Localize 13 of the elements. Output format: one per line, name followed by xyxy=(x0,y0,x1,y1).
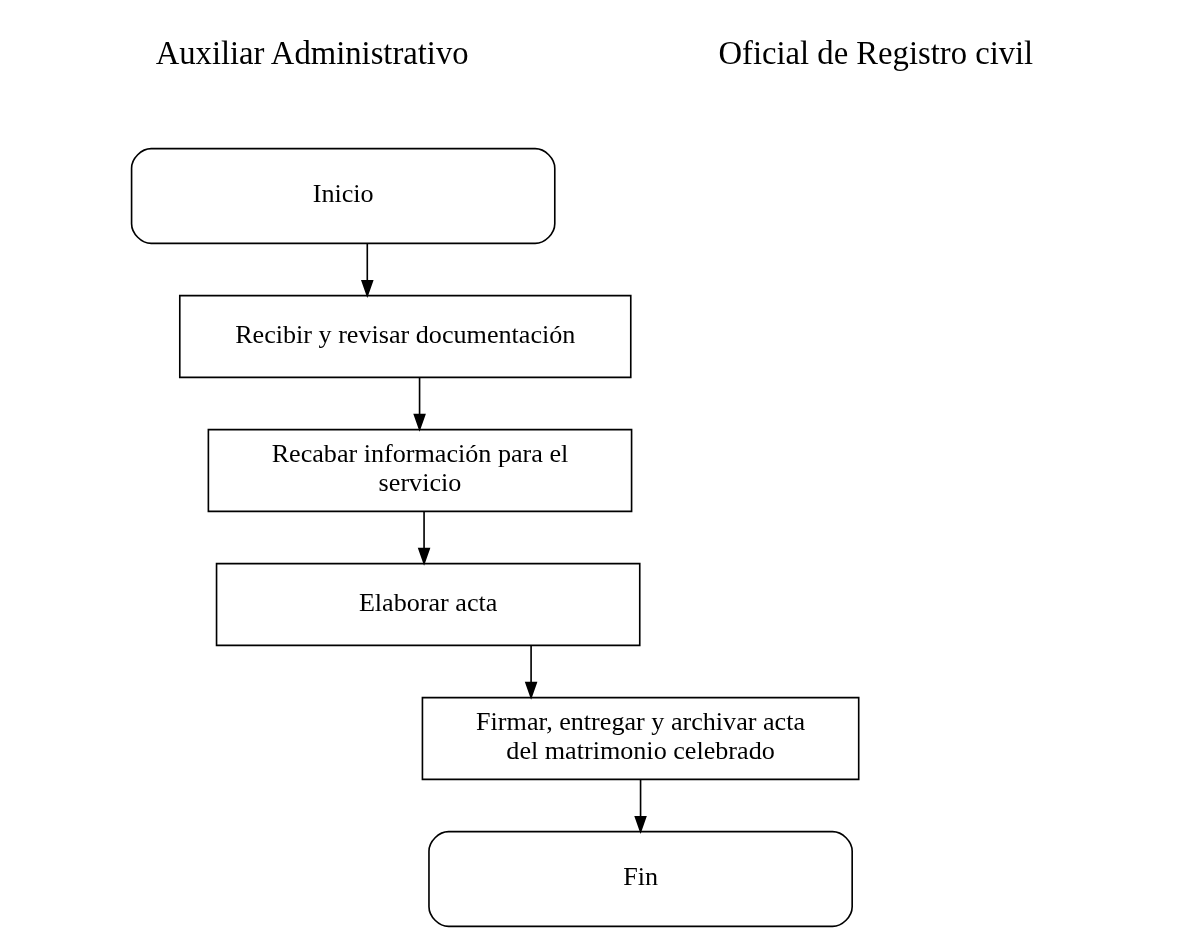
arrow xyxy=(634,779,647,834)
node-box: Recibir y revisar documentación xyxy=(178,294,632,379)
arrow xyxy=(413,376,426,432)
arrow xyxy=(417,510,431,566)
node-box: Recabar información para el servicio xyxy=(207,428,633,513)
arrow xyxy=(524,644,538,700)
node-box: Elaborar acta xyxy=(215,562,641,647)
node-box: Fin xyxy=(428,830,853,928)
node-box: Inicio xyxy=(130,147,556,245)
label: Auxiliar Administrativo xyxy=(155,34,469,71)
node-box: Firmar, entregar y archivar acta del matrimonio celebrado xyxy=(421,696,860,781)
arrow xyxy=(361,242,374,299)
label: Oficial de Registro civil xyxy=(718,34,1034,71)
